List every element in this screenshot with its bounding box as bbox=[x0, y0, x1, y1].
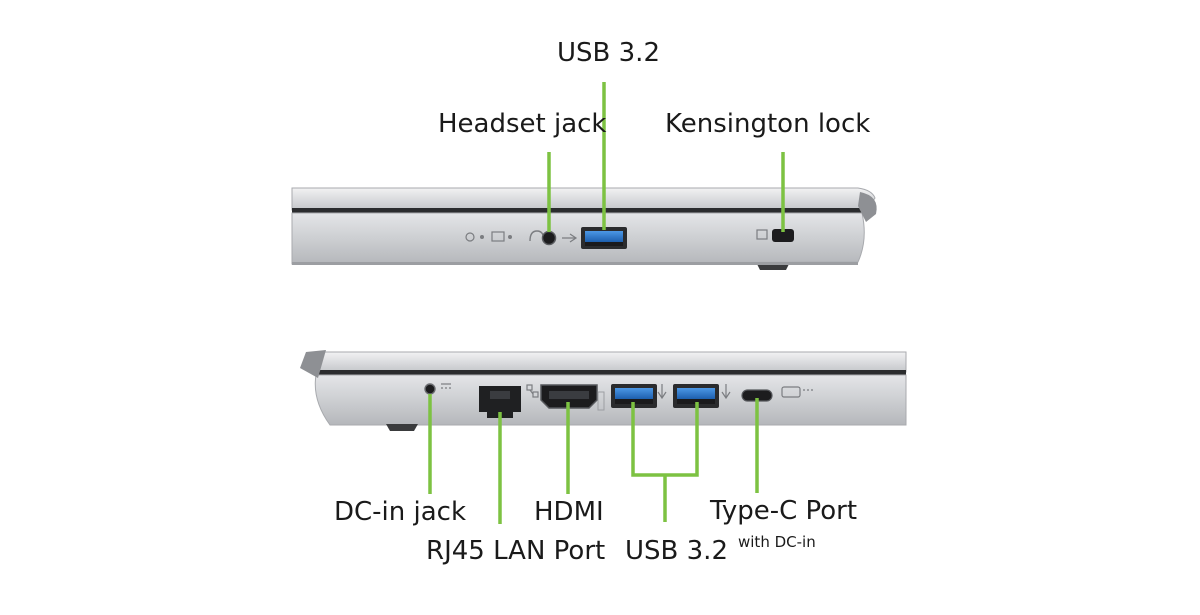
power-indicator-icon bbox=[465, 232, 484, 242]
callout-usb-bottom bbox=[631, 402, 699, 522]
usb-port-top bbox=[581, 227, 627, 249]
label-type-c-subtitle: with DC-in bbox=[738, 533, 816, 551]
laptop-left-side bbox=[300, 350, 907, 431]
laptop-lid bbox=[291, 187, 876, 211]
usb-port-bottom-1 bbox=[611, 384, 657, 408]
battery-indicator-icon bbox=[491, 231, 512, 242]
label-hdmi: HDMI bbox=[534, 497, 604, 527]
label-type-c-port: Type-C Port bbox=[710, 496, 858, 526]
usb-icon-bottom-1 bbox=[657, 384, 667, 400]
dc-in-jack bbox=[424, 383, 436, 395]
bottom-callouts bbox=[428, 394, 759, 524]
label-dc-in-jack: DC-in jack bbox=[334, 497, 467, 527]
kensington-slot bbox=[772, 229, 794, 242]
hinge-bottom bbox=[300, 350, 326, 378]
rubber-foot-bottom bbox=[386, 424, 418, 431]
usb-icon-bottom-2 bbox=[721, 384, 731, 400]
label-kensington-lock: Kensington lock bbox=[665, 109, 871, 139]
lock-icon bbox=[756, 229, 768, 240]
label-usb-top: USB 3.2 bbox=[557, 38, 660, 68]
lid-seam-bottom bbox=[316, 370, 906, 375]
laptop-base-bottom bbox=[314, 374, 907, 426]
laptop-lid-bottom bbox=[317, 351, 907, 373]
hinge bbox=[858, 192, 877, 222]
laptop-right-side bbox=[291, 187, 877, 270]
label-headset-jack: Headset jack bbox=[438, 109, 607, 139]
label-rj45-lan-port: RJ45 LAN Port bbox=[426, 536, 606, 566]
network-icon bbox=[526, 384, 539, 398]
rj45-port bbox=[479, 386, 521, 418]
hdmi-icon bbox=[597, 391, 605, 411]
dc-power-icon bbox=[441, 383, 451, 389]
top-callouts bbox=[547, 82, 785, 232]
lid-seam bbox=[292, 208, 864, 213]
usb-port-bottom-2 bbox=[673, 384, 719, 408]
usb-icon bbox=[562, 233, 578, 243]
label-usb-bottom: USB 3.2 bbox=[625, 536, 728, 566]
usb-c-icon bbox=[781, 386, 815, 398]
hdmi-port bbox=[540, 384, 598, 409]
headset-jack bbox=[541, 230, 557, 246]
base-bottom-edge bbox=[292, 262, 858, 265]
